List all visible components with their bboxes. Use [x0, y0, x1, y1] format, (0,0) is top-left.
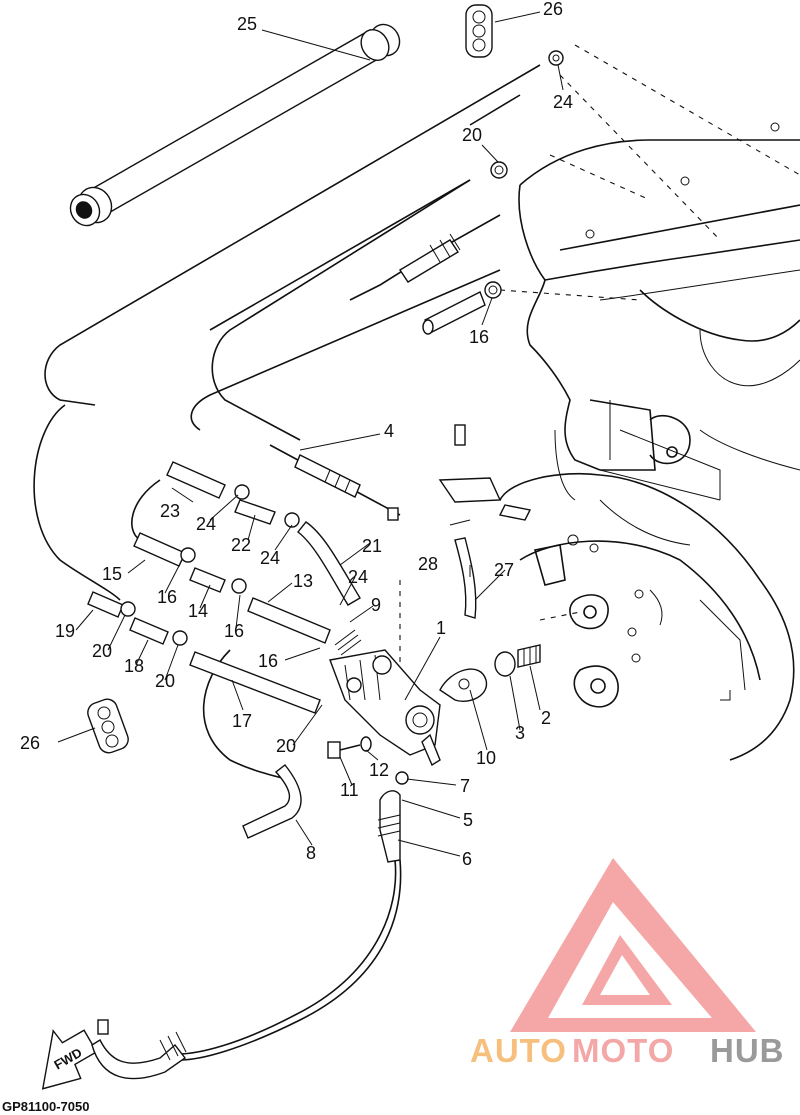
- watermark-moto: MOTO: [572, 1032, 674, 1069]
- clamp-20-upper: [490, 161, 508, 179]
- callout-23: 23: [160, 501, 180, 521]
- leader-lines: [57, 11, 564, 857]
- hose-17: [189, 651, 321, 714]
- callout-13: 13: [293, 571, 313, 591]
- callout-21: 21: [362, 536, 382, 556]
- callout-15: 15: [102, 564, 122, 584]
- cable-assembly-upper: [349, 214, 501, 301]
- hose-28-27: [449, 519, 477, 619]
- hose-19: [87, 591, 124, 618]
- callout-20-left1: 20: [92, 641, 112, 661]
- callout-24-top: 24: [553, 92, 573, 112]
- bolt-11: [327, 741, 361, 759]
- hose-end-bottom: [91, 1019, 187, 1080]
- callout-1: 1: [436, 618, 446, 638]
- assembly-guides: [399, 44, 800, 700]
- bracket-10: [439, 668, 488, 702]
- callout-16-top: 16: [469, 327, 489, 347]
- cap-3: [494, 651, 516, 677]
- callout-27: 27: [494, 560, 514, 580]
- callout-20-left2: 20: [155, 671, 175, 691]
- clamp-24-upper: [548, 50, 564, 66]
- hose-8: [242, 764, 302, 839]
- watermark-hub: HUB: [710, 1032, 785, 1069]
- callout-25: 25: [237, 14, 257, 34]
- callout-11: 11: [340, 780, 359, 800]
- callout-8: 8: [306, 843, 316, 863]
- spring-9: [334, 629, 362, 656]
- callout-6: 6: [462, 849, 472, 869]
- fwd-arrow: FWD: [41, 1029, 98, 1090]
- callout-26-left: 26: [20, 733, 40, 753]
- callout-22: 22: [231, 535, 251, 555]
- callout-7: 7: [460, 776, 470, 796]
- hose-5-6: [377, 790, 401, 863]
- callout-17: 17: [232, 711, 252, 731]
- callout-20-bottom: 20: [276, 736, 296, 756]
- callout-26-top: 26: [543, 0, 563, 19]
- valve-body-1: [329, 649, 441, 767]
- callout-18: 18: [124, 656, 144, 676]
- callout-19: 19: [55, 621, 75, 641]
- callout-16-mid1: 16: [157, 587, 177, 607]
- clamp-7: [395, 771, 409, 785]
- hose-21: [297, 521, 361, 606]
- watermark-logo: [510, 858, 756, 1032]
- callout-24-mid2: 24: [260, 548, 280, 568]
- callout-5: 5: [463, 810, 473, 830]
- part-25-tube: [69, 23, 401, 227]
- callout-4: 4: [384, 421, 394, 441]
- hose-short-upper: [422, 291, 486, 335]
- callout-28: 28: [418, 554, 438, 574]
- cable-assembly-4: [269, 444, 401, 521]
- hose-15: [133, 532, 186, 567]
- callout-20-top: 20: [462, 125, 482, 145]
- part-26-clamp-left: [87, 698, 129, 754]
- fitting-22: [234, 484, 300, 528]
- fitting-18: [120, 601, 188, 646]
- washer-12: [360, 736, 372, 752]
- clamp-16-upper: [484, 281, 502, 299]
- callout-14: 14: [188, 601, 208, 621]
- part-code: GP81100-7050: [2, 1099, 89, 1114]
- callout-24-mid1: 24: [196, 514, 216, 534]
- callouts: 25 26 24 20 16 4 23 24 22 24 21 15 16 14…: [20, 0, 573, 869]
- fitting-14: [180, 547, 247, 594]
- routing-lines: [33, 64, 541, 1061]
- watermark-wordmark: AUTO MOTO HUB: [470, 1032, 785, 1069]
- callout-3: 3: [515, 723, 525, 743]
- callout-9: 9: [371, 595, 381, 615]
- callout-12: 12: [369, 760, 389, 780]
- bracket-upper-mid: [438, 424, 532, 521]
- callout-2: 2: [541, 708, 551, 728]
- hose-13: [247, 597, 331, 644]
- spring-2: [517, 644, 541, 668]
- callout-24-mid3: 24: [348, 567, 368, 587]
- watermark-auto: AUTO: [470, 1032, 567, 1069]
- callout-10: 10: [476, 748, 496, 768]
- engine-block: [499, 122, 800, 761]
- part-26-clamp-top: [465, 4, 493, 58]
- callout-16-mid2: 16: [224, 621, 244, 641]
- hose-23: [166, 461, 226, 499]
- callout-16-mid3: 16: [258, 651, 278, 671]
